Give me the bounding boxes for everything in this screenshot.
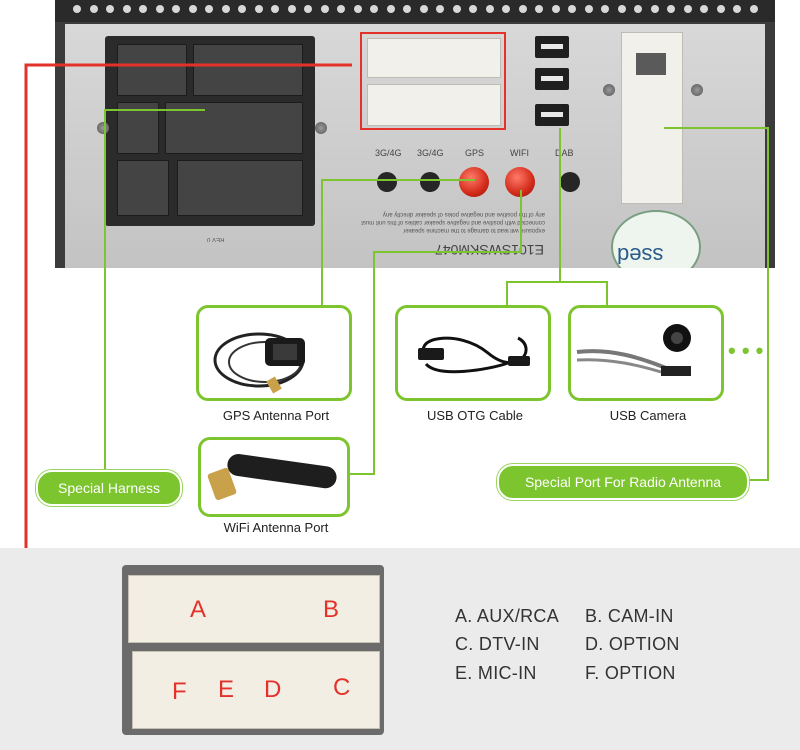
vent-hole [551,5,560,13]
vent-hole [749,5,758,13]
connector-letter-b: B [323,596,340,623]
usb-camera-icon [576,324,691,376]
port-label-3g4g-2: 3G/4G [417,148,444,158]
vent-hole [271,5,279,13]
vent-hole [469,5,477,13]
qc-sticker: ssed [611,210,701,268]
gps-sma-port [459,167,489,197]
vent-hole [221,5,230,13]
vent-hole [419,5,428,13]
radio-antenna-callout: Special Port For Radio Antenna [497,464,749,500]
usb-port [535,104,569,126]
vent-hole [403,5,411,13]
vent-hole [568,5,576,13]
vent-hole [617,5,626,13]
usb-camera-card-caption: USB Camera [609,408,687,423]
legend-a: A. AUX/RCA [455,606,560,626]
vent-hole [700,5,708,13]
vent-hole [584,5,593,13]
vent-hole [502,5,510,13]
vent-hole [337,5,345,13]
vent-hole [106,5,114,13]
vent-hole [254,5,263,13]
screw [603,84,615,96]
connector-letter-f: F [172,678,187,705]
vent-hole [287,5,296,13]
vent-hole [238,5,246,13]
legend-f: F. OPTION [585,663,676,683]
vent-hole [172,5,180,13]
wifi-card-caption: WiFi Antenna Port [223,520,329,535]
vent-grille [55,0,775,22]
vent-hole [436,5,444,13]
connector-closeup-photo [122,565,384,735]
port-label-dab: DAB [555,148,574,158]
vent-hole [353,5,362,13]
connector-letter-a: A [190,596,207,623]
vent-hole [650,5,659,13]
vent-hole [634,5,642,13]
connector-legend-section [0,548,800,750]
vent-hole [139,5,147,13]
lower-connector [132,651,380,729]
radio-antenna-socket [621,32,683,204]
vent-hole [683,5,692,13]
legend-b: B. CAM-IN [585,606,674,626]
vent-hole [73,5,81,13]
3g4g-port-1 [377,172,397,192]
vent-hole [122,5,131,13]
vent-hole [716,5,725,13]
screw [315,122,327,134]
vent-hole [89,5,98,13]
legend-c: C. DTV-IN [455,634,540,654]
port-label-gps: GPS [465,148,485,158]
gps-antenna-card [196,305,352,401]
vent-hole [733,5,741,13]
vent-hole [370,5,378,13]
usb-port [535,68,569,90]
vent-hole [188,5,197,13]
gps-card-caption: GPS Antenna Port [222,408,330,423]
port-label-wifi: WIFI [510,148,529,158]
legend-e: E. MIC-IN [455,663,537,683]
connector-letter-c: C [333,674,351,701]
usb-port [535,36,569,58]
vent-hole [304,5,312,13]
vent-hole [320,5,329,13]
gps-antenna-icon [213,332,305,394]
vent-hole [155,5,164,13]
wifi-antenna-card [198,437,350,517]
usb-camera-card [568,305,724,401]
wifi-antenna-icon [207,454,337,501]
vent-hole [386,5,395,13]
more-accessories-indicator: • • • [728,338,764,363]
legend-d: D. OPTION [585,634,680,654]
vent-hole [667,5,675,13]
vent-hole [518,5,527,13]
connector-letter-d: D [264,676,282,703]
highlighted-connector-frame [360,32,506,130]
usb-cable-icon [418,336,530,374]
usb-otg-card [395,305,551,401]
dab-port [560,172,580,192]
screw [691,84,703,96]
vent-hole [535,5,543,13]
special-harness-callout: Special Harness [36,470,182,506]
vent-hole [485,5,494,13]
vent-hole [452,5,461,13]
connector-letter-e: E [218,676,235,703]
upper-connector [128,575,380,643]
vent-hole [601,5,609,13]
vent-hole [205,5,213,13]
3g4g-port-2 [420,172,440,192]
usb-otg-card-caption: USB OTG Cable [426,408,524,423]
port-label-3g4g-1: 3G/4G [375,148,402,158]
